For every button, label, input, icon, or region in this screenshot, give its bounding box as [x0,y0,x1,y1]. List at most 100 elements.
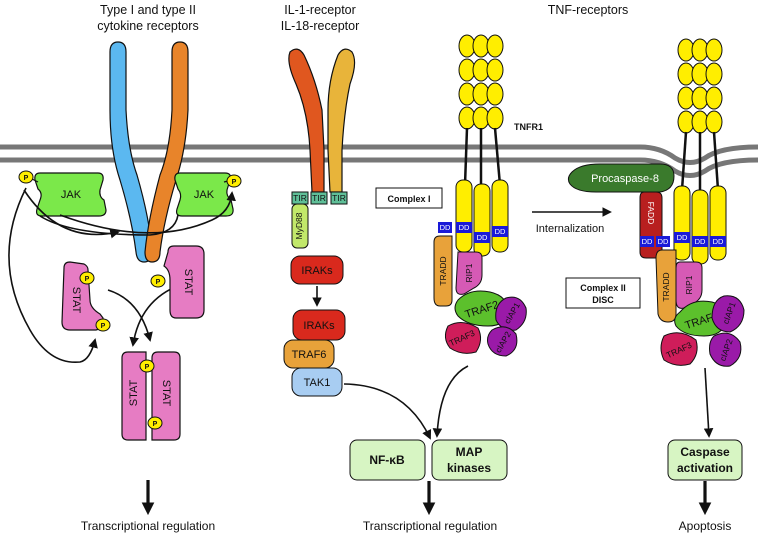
nfkb-box: NF-κB [349,439,426,481]
ciap2-c2: cIAP2 [709,332,742,367]
tradd-label: TRADD [661,272,671,301]
phospho-dot [150,274,166,288]
jak-right-phospho: P [223,174,242,188]
dd-label: DD [695,237,706,246]
ciap1-c1: cIAP1 [495,296,527,331]
tnfr1-intracellular-right: DD DD DD DD DD [640,185,727,265]
traf3-c2: TRAF3 [660,332,698,366]
dd-label: DD [495,227,506,236]
il-receptor-yellow [327,48,356,193]
jak-left-phospho: P [18,170,39,184]
procaspase8: Procaspase-8 [567,163,675,193]
procaspase8-label: Procaspase-8 [591,173,659,185]
cytokine-receptor-orange [144,41,189,263]
iraks-bottom: IRAKs [292,309,346,341]
iraks-bottom-label: IRAKs [303,320,335,332]
complex1-arrow [432,365,469,438]
traf6: TRAF6 [283,339,335,369]
fadd-label: FADD [646,202,656,225]
tradd-c2: TRADD [655,249,677,323]
caspase-box: Caspase activation [667,439,743,481]
phospho-dot [79,271,95,285]
phospho-label: P [101,323,106,330]
jak-left-label: JAK [61,189,82,201]
complex2-label-line2: DISC [592,295,614,305]
tak1-label: TAK1 [304,377,331,389]
cytokine-receptor-blue [109,41,153,263]
dd-label: DD [477,233,488,242]
tak1: TAK1 [291,367,343,397]
fadd: FADD [639,191,663,259]
rip1-label: RIP1 [464,263,474,282]
stat-left: STAT P P [61,261,111,332]
stat-dimer: STAT STAT P P [121,351,181,441]
nfkb-label: NF-κB [369,453,405,467]
internalization-label: Internalization [536,223,605,235]
iraks-top: IRAKs [290,255,344,285]
tradd-c1: TRADD [433,235,453,307]
complex2-box: Complex II DISC [565,277,641,309]
tnfr1-stalks-right [680,131,720,191]
cytokine-header-line1: Type I and type II [100,3,196,17]
footer-middle: Transcriptional regulation [363,519,497,533]
myd88: MyD88 [291,203,309,249]
phospho-label: P [153,421,158,428]
tnf-ligand-right [677,38,723,134]
ciap1-c2: cIAP1 [711,295,745,333]
dd-label: DD [642,237,653,246]
dd-label: DD [440,223,451,232]
tnfr1-label: TNFR1 [514,122,543,132]
cytokine-receptor-pair [109,41,189,263]
iraks-top-label: IRAKs [301,265,333,277]
stat-left-label: STAT [70,287,82,314]
ciap2-c1: cIAP2 [487,326,518,357]
jak-left: JAK [34,172,107,217]
cytokine-arrows [8,187,236,516]
traf2-c1: TRAF2 [454,290,509,327]
tir-label: TIR [312,193,326,203]
jak-right: JAK [174,172,234,217]
dd-box [438,222,452,233]
tak1-arrow [343,383,432,440]
rip1-c1: RIP1 [455,251,483,295]
cell-membrane [0,144,758,178]
complex1-label: Complex I [387,194,430,204]
traf6-label: TRAF6 [292,349,327,361]
dd-label: DD [677,233,688,242]
phospho-label: P [232,179,237,186]
map-label-line1: MAP [456,445,483,459]
caspase-label-line2: activation [677,461,733,475]
tir-domains: TIR TIR TIR [291,191,348,205]
phospho-label: P [156,279,161,286]
il-receptor-red [288,48,325,193]
il-receptor-pair [288,48,356,193]
phospho-label: P [24,175,29,182]
stat-dimer-left-label: STAT [128,379,140,406]
dd-label: DD [459,223,470,232]
tnf-ligand-left [458,34,504,130]
tradd-label: TRADD [438,256,448,285]
map-label-line2: kinases [447,461,491,475]
rip1-label: RIP1 [684,275,694,294]
jak-right-label: JAK [194,189,215,201]
stat-right-label: STAT [182,269,194,296]
tnfr1-stalks-left [463,127,502,186]
footer-right: Apoptosis [679,519,732,533]
caspase-label-line1: Caspase [680,445,730,459]
myd88-label: MyD88 [294,212,304,239]
stat-right: STAT P [150,245,205,319]
phospho-label: P [85,276,90,283]
dd-label: DD [658,237,669,246]
stat-dimer-right-label: STAT [160,380,172,407]
phospho-label: P [145,364,150,371]
map-kinases-box: MAP kinases [431,439,508,481]
dd-label: DD [713,237,724,246]
tir-label: TIR [293,193,307,203]
traf3-c1: TRAF3 [444,322,482,354]
footer-left: Transcriptional regulation [81,519,215,533]
il-header-line2: IL-18-receptor [281,19,360,33]
complex2-label-line1: Complex II [580,283,626,293]
complex1-box: Complex I [375,187,443,209]
